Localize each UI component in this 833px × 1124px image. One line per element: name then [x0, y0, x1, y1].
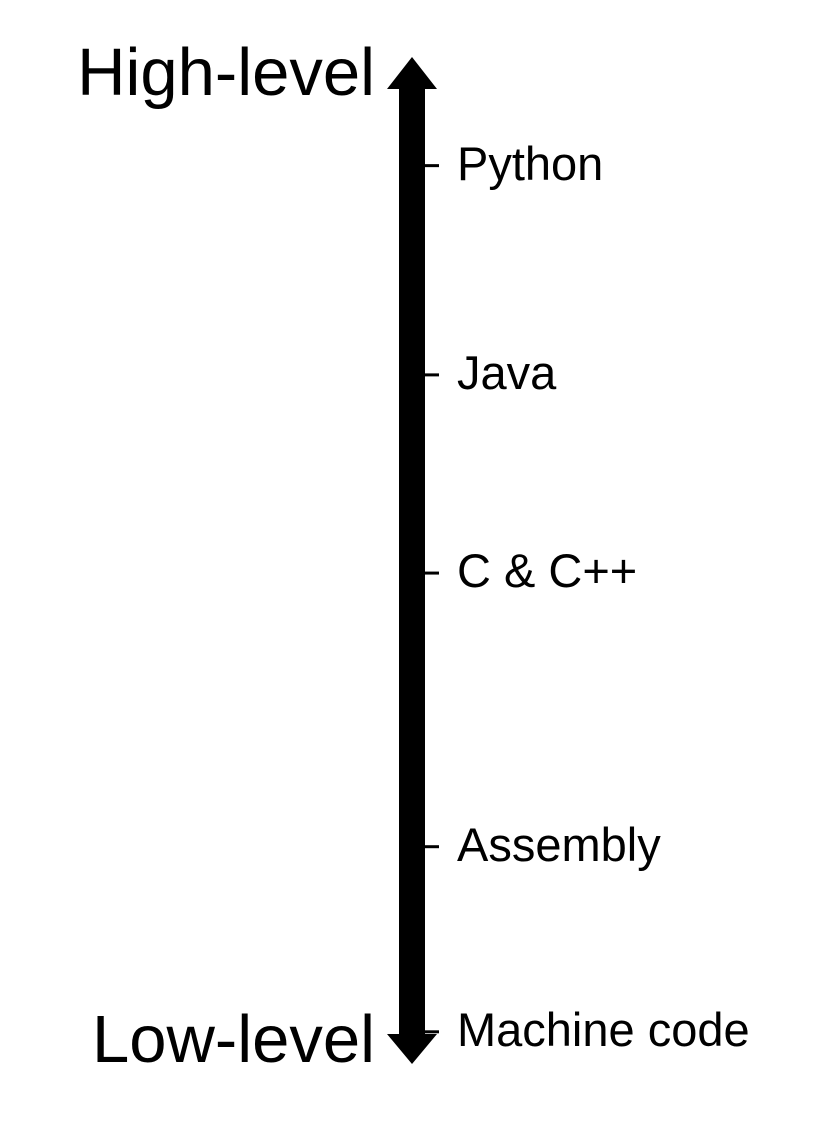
tick-marks	[425, 164, 439, 1034]
level-label: Java	[457, 345, 557, 399]
low-level-label: Low-level	[91, 1002, 375, 1077]
double-arrow	[387, 57, 437, 1064]
high-level-label: High-level	[77, 35, 375, 110]
level-label: Python	[457, 136, 604, 190]
level-label: Machine code	[457, 1002, 750, 1056]
level-label: C & C++	[457, 544, 638, 598]
level-label: Assembly	[457, 817, 661, 871]
